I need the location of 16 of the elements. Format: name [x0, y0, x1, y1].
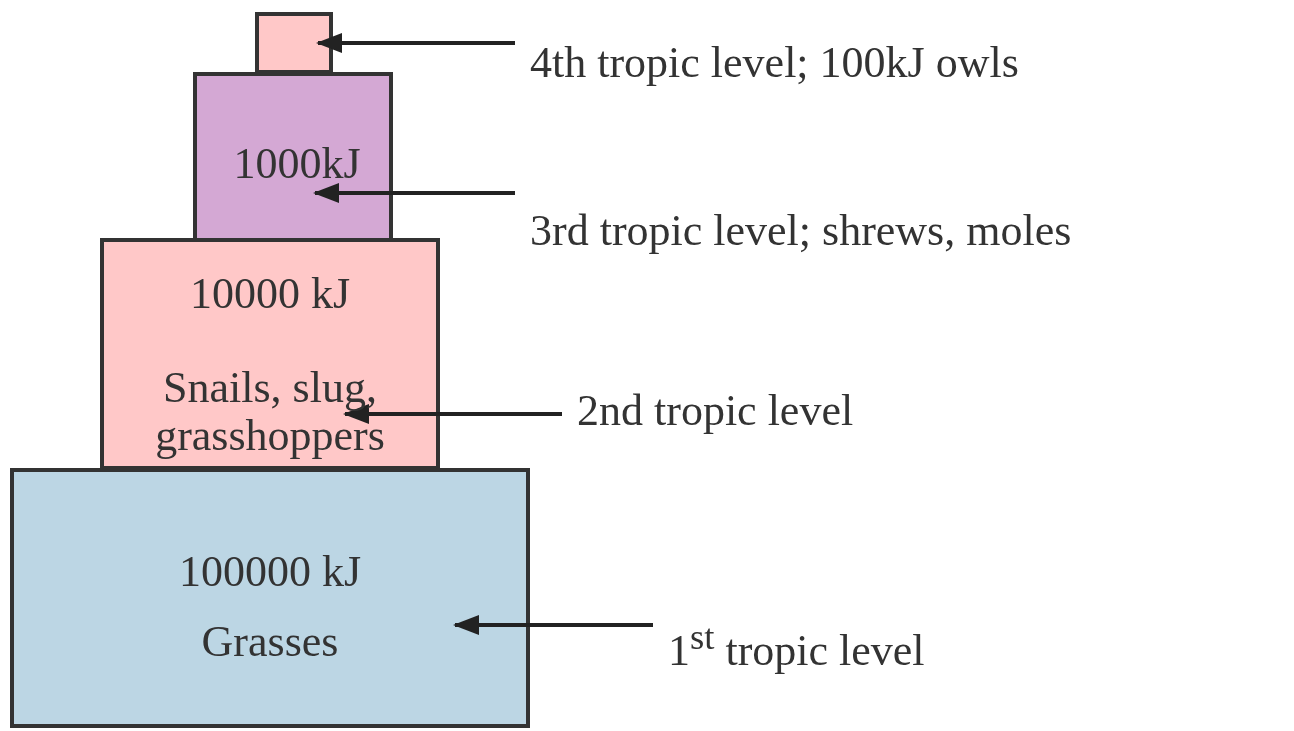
energy-value: 1000kJ	[232, 140, 362, 188]
leader-arrow	[453, 615, 653, 635]
level-label: 4th tropic level; 100kJ owls	[530, 38, 1019, 88]
pyramid-tier	[100, 238, 440, 470]
pyramid-tier	[255, 12, 333, 74]
pyramid-tier	[10, 468, 530, 728]
organism-name: Snails, slug, grasshoppers	[154, 364, 386, 460]
leader-arrow	[343, 404, 562, 424]
leader-arrow	[313, 183, 515, 203]
level-label: 3rd tropic level; shrews, moles	[530, 206, 1072, 256]
leader-arrow	[316, 33, 515, 53]
level-label: 1$^{st}$ tropic level	[668, 612, 925, 676]
energy-value: 10000 kJ	[188, 270, 352, 318]
energy-value: 100000 kJ	[177, 548, 363, 596]
organism-name: Grasses	[200, 618, 340, 666]
level-label: 2nd tropic level	[577, 386, 854, 436]
